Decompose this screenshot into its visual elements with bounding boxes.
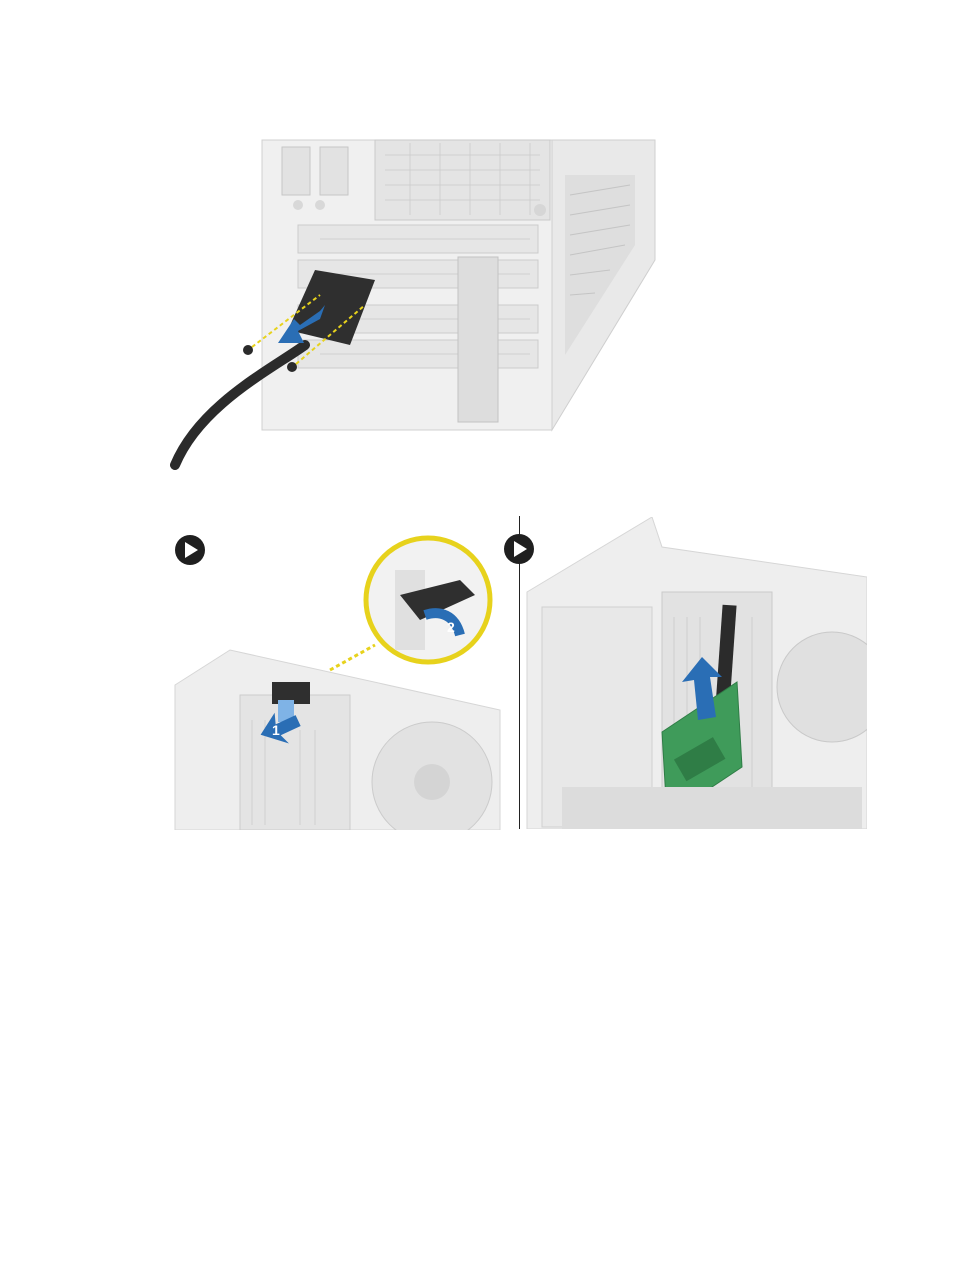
audio-jack — [293, 200, 303, 210]
remove-card-illustration — [502, 517, 867, 829]
connector-screw — [287, 362, 297, 372]
bottom-right-figure — [502, 517, 867, 829]
psu-grille — [375, 140, 550, 220]
connector-screw — [243, 345, 253, 355]
top-figure — [170, 135, 660, 470]
callout-step-number: 2 — [447, 619, 455, 635]
expansion-latch — [458, 257, 498, 422]
tower-rear-illustration — [170, 135, 660, 470]
psu-screw — [534, 204, 546, 216]
callout-step-number: 1 — [272, 722, 280, 738]
vga-port — [320, 147, 348, 195]
serial-port — [282, 147, 310, 195]
release-latch-illustration: 1 2 — [170, 520, 515, 830]
callout-leader-line — [330, 645, 375, 670]
audio-jack — [315, 200, 325, 210]
card-cage — [240, 695, 350, 830]
bottom-left-figure: 1 2 — [170, 520, 515, 830]
fan-hub — [414, 764, 450, 800]
motherboard-area — [562, 787, 862, 829]
